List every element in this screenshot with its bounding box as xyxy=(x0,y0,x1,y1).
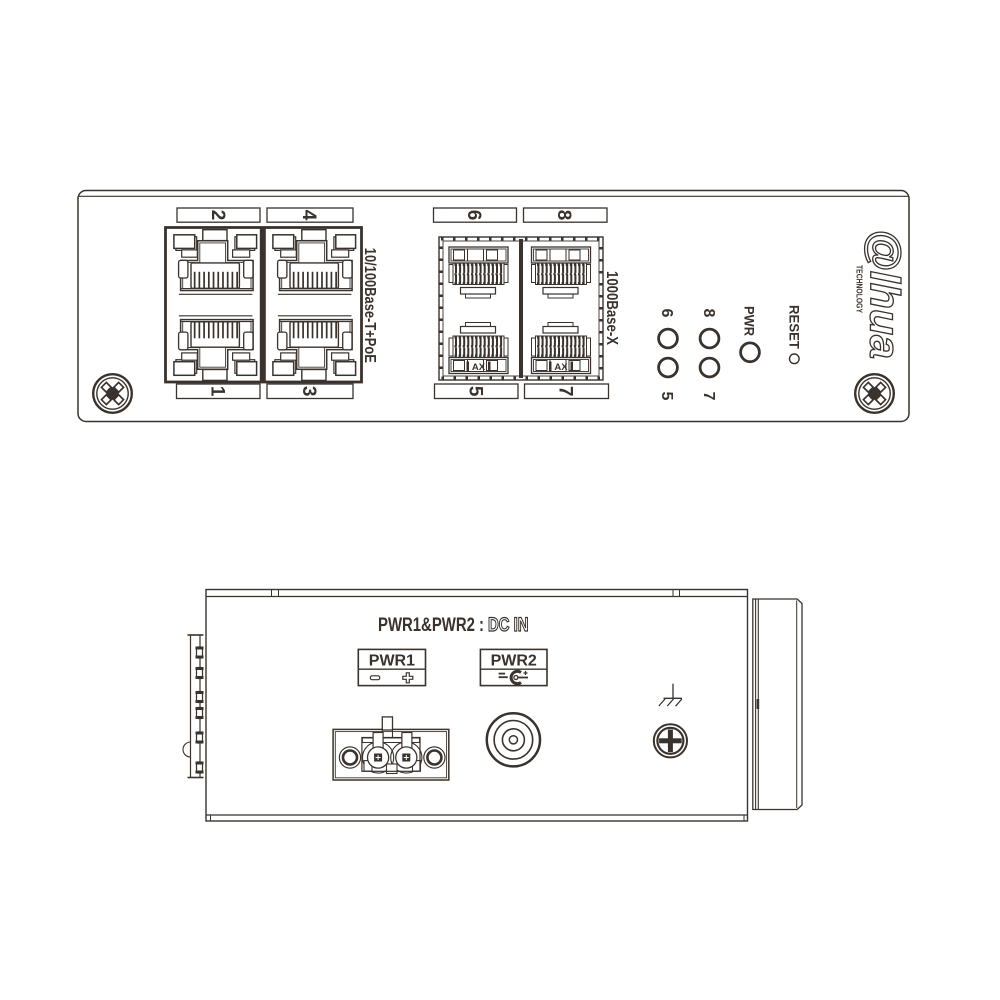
svg-text:PWR1&PWR2 :: PWR1&PWR2 : xyxy=(378,615,484,636)
svg-text:TECHNOLOGY: TECHNOLOGY xyxy=(854,265,863,314)
svg-text:8: 8 xyxy=(700,309,717,318)
svg-text:2: 2 xyxy=(207,210,228,221)
svg-text:10/100Base-T+PoE: 10/100Base-T+PoE xyxy=(361,248,378,363)
svg-text:6: 6 xyxy=(463,210,484,221)
svg-text:1: 1 xyxy=(206,386,227,397)
svg-text:PWR2: PWR2 xyxy=(491,653,537,670)
svg-text:RESET: RESET xyxy=(786,305,802,349)
svg-text:5: 5 xyxy=(658,392,675,401)
svg-text:DC IN: DC IN xyxy=(488,615,529,636)
svg-text:PWR1: PWR1 xyxy=(369,653,415,670)
svg-text:5: 5 xyxy=(464,386,485,397)
svg-text:PWR: PWR xyxy=(742,306,758,336)
svg-text:@lhua: @lhua xyxy=(862,229,909,359)
svg-text:7: 7 xyxy=(555,386,576,397)
svg-text:1000Base-X: 1000Base-X xyxy=(603,271,620,346)
svg-text:AX: AX xyxy=(554,362,568,373)
svg-text:8: 8 xyxy=(553,210,574,221)
svg-text:6: 6 xyxy=(658,309,675,318)
svg-text:3: 3 xyxy=(298,386,319,397)
svg-text:7: 7 xyxy=(700,392,717,401)
svg-text:4: 4 xyxy=(298,210,319,221)
svg-text:AX: AX xyxy=(472,362,486,373)
